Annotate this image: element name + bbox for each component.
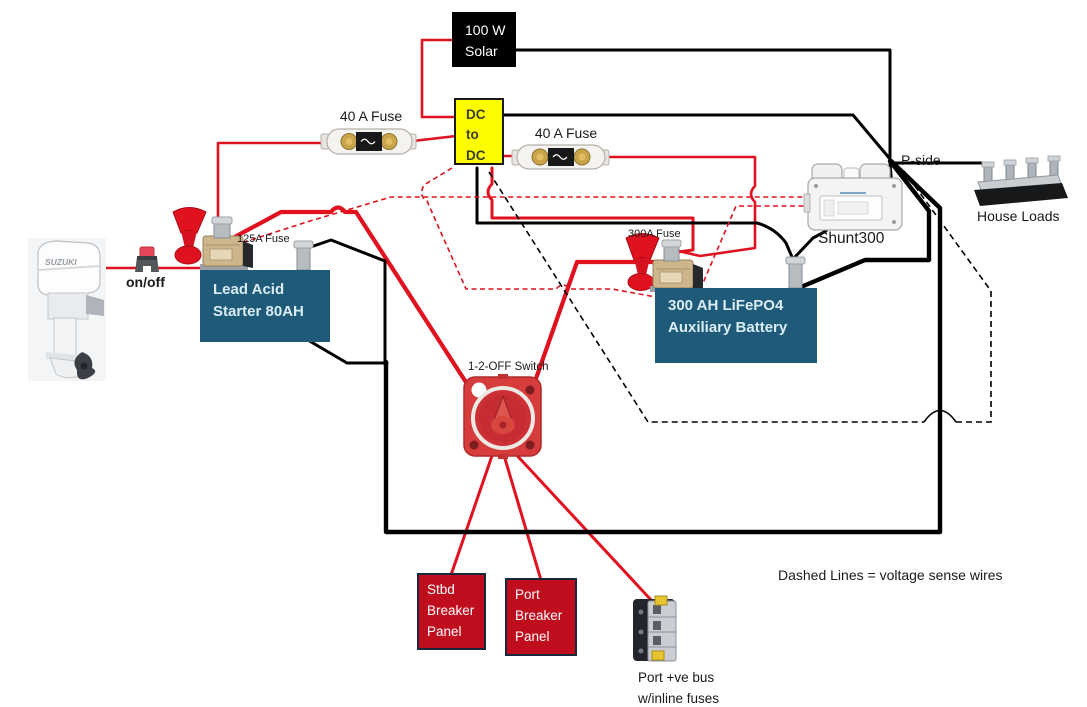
starter-battery-box: Lead Acid Starter 80AH	[200, 270, 330, 342]
aux-battery-neg-post	[785, 256, 806, 289]
fuse-40a-right-label: 40 A Fuse	[534, 125, 598, 141]
outboard-motor: SUZUKI	[28, 238, 106, 381]
sense-wires	[234, 167, 992, 423]
house-loads-label: House Loads	[977, 208, 1060, 224]
fuse-40a-left-label: 40 A Fuse	[339, 108, 403, 124]
fuse-300a-label: 300A Fuse	[628, 228, 681, 240]
stbd-breaker-panel-box: Stbd Breaker Panel	[417, 573, 486, 650]
port-bus-graphic	[633, 595, 677, 662]
house-loads-graphic	[974, 155, 1068, 206]
fuse-125a-label: 125A Fuse	[237, 233, 290, 245]
legend-text: Dashed Lines = voltage sense wires	[778, 567, 1003, 583]
fuse-40a-right-graphic	[511, 144, 610, 170]
fuse-40a-left-graphic	[320, 128, 417, 155]
starter-battery-neg-post	[293, 240, 314, 271]
onoff-switch-graphic	[135, 246, 159, 272]
motor-brand-text: SUZUKI	[45, 257, 77, 267]
aux-battery-box: 300 AH LiFePO4 Auxiliary Battery	[655, 288, 817, 363]
port-breaker-panel-box: Port Breaker Panel	[505, 578, 577, 656]
p-side-label: P-side	[901, 152, 941, 168]
battery-switch-graphic	[463, 374, 542, 459]
shunt-graphic	[803, 163, 903, 231]
dc-to-dc-box: DC to DC	[454, 98, 504, 165]
solar-panel-box: 100 W Solar	[452, 12, 516, 67]
onoff-switch-label: on/off	[126, 274, 165, 290]
fuse-125a-graphic	[172, 207, 253, 270]
shunt-label: Shunt300	[818, 230, 885, 247]
port-bus-label: Port +ve bus w/inline fuses	[638, 670, 720, 706]
fuse-300a-graphic	[625, 233, 703, 292]
battery-switch-label: 1-2-OFF Switch	[468, 361, 549, 373]
negative-wires	[265, 48, 984, 535]
